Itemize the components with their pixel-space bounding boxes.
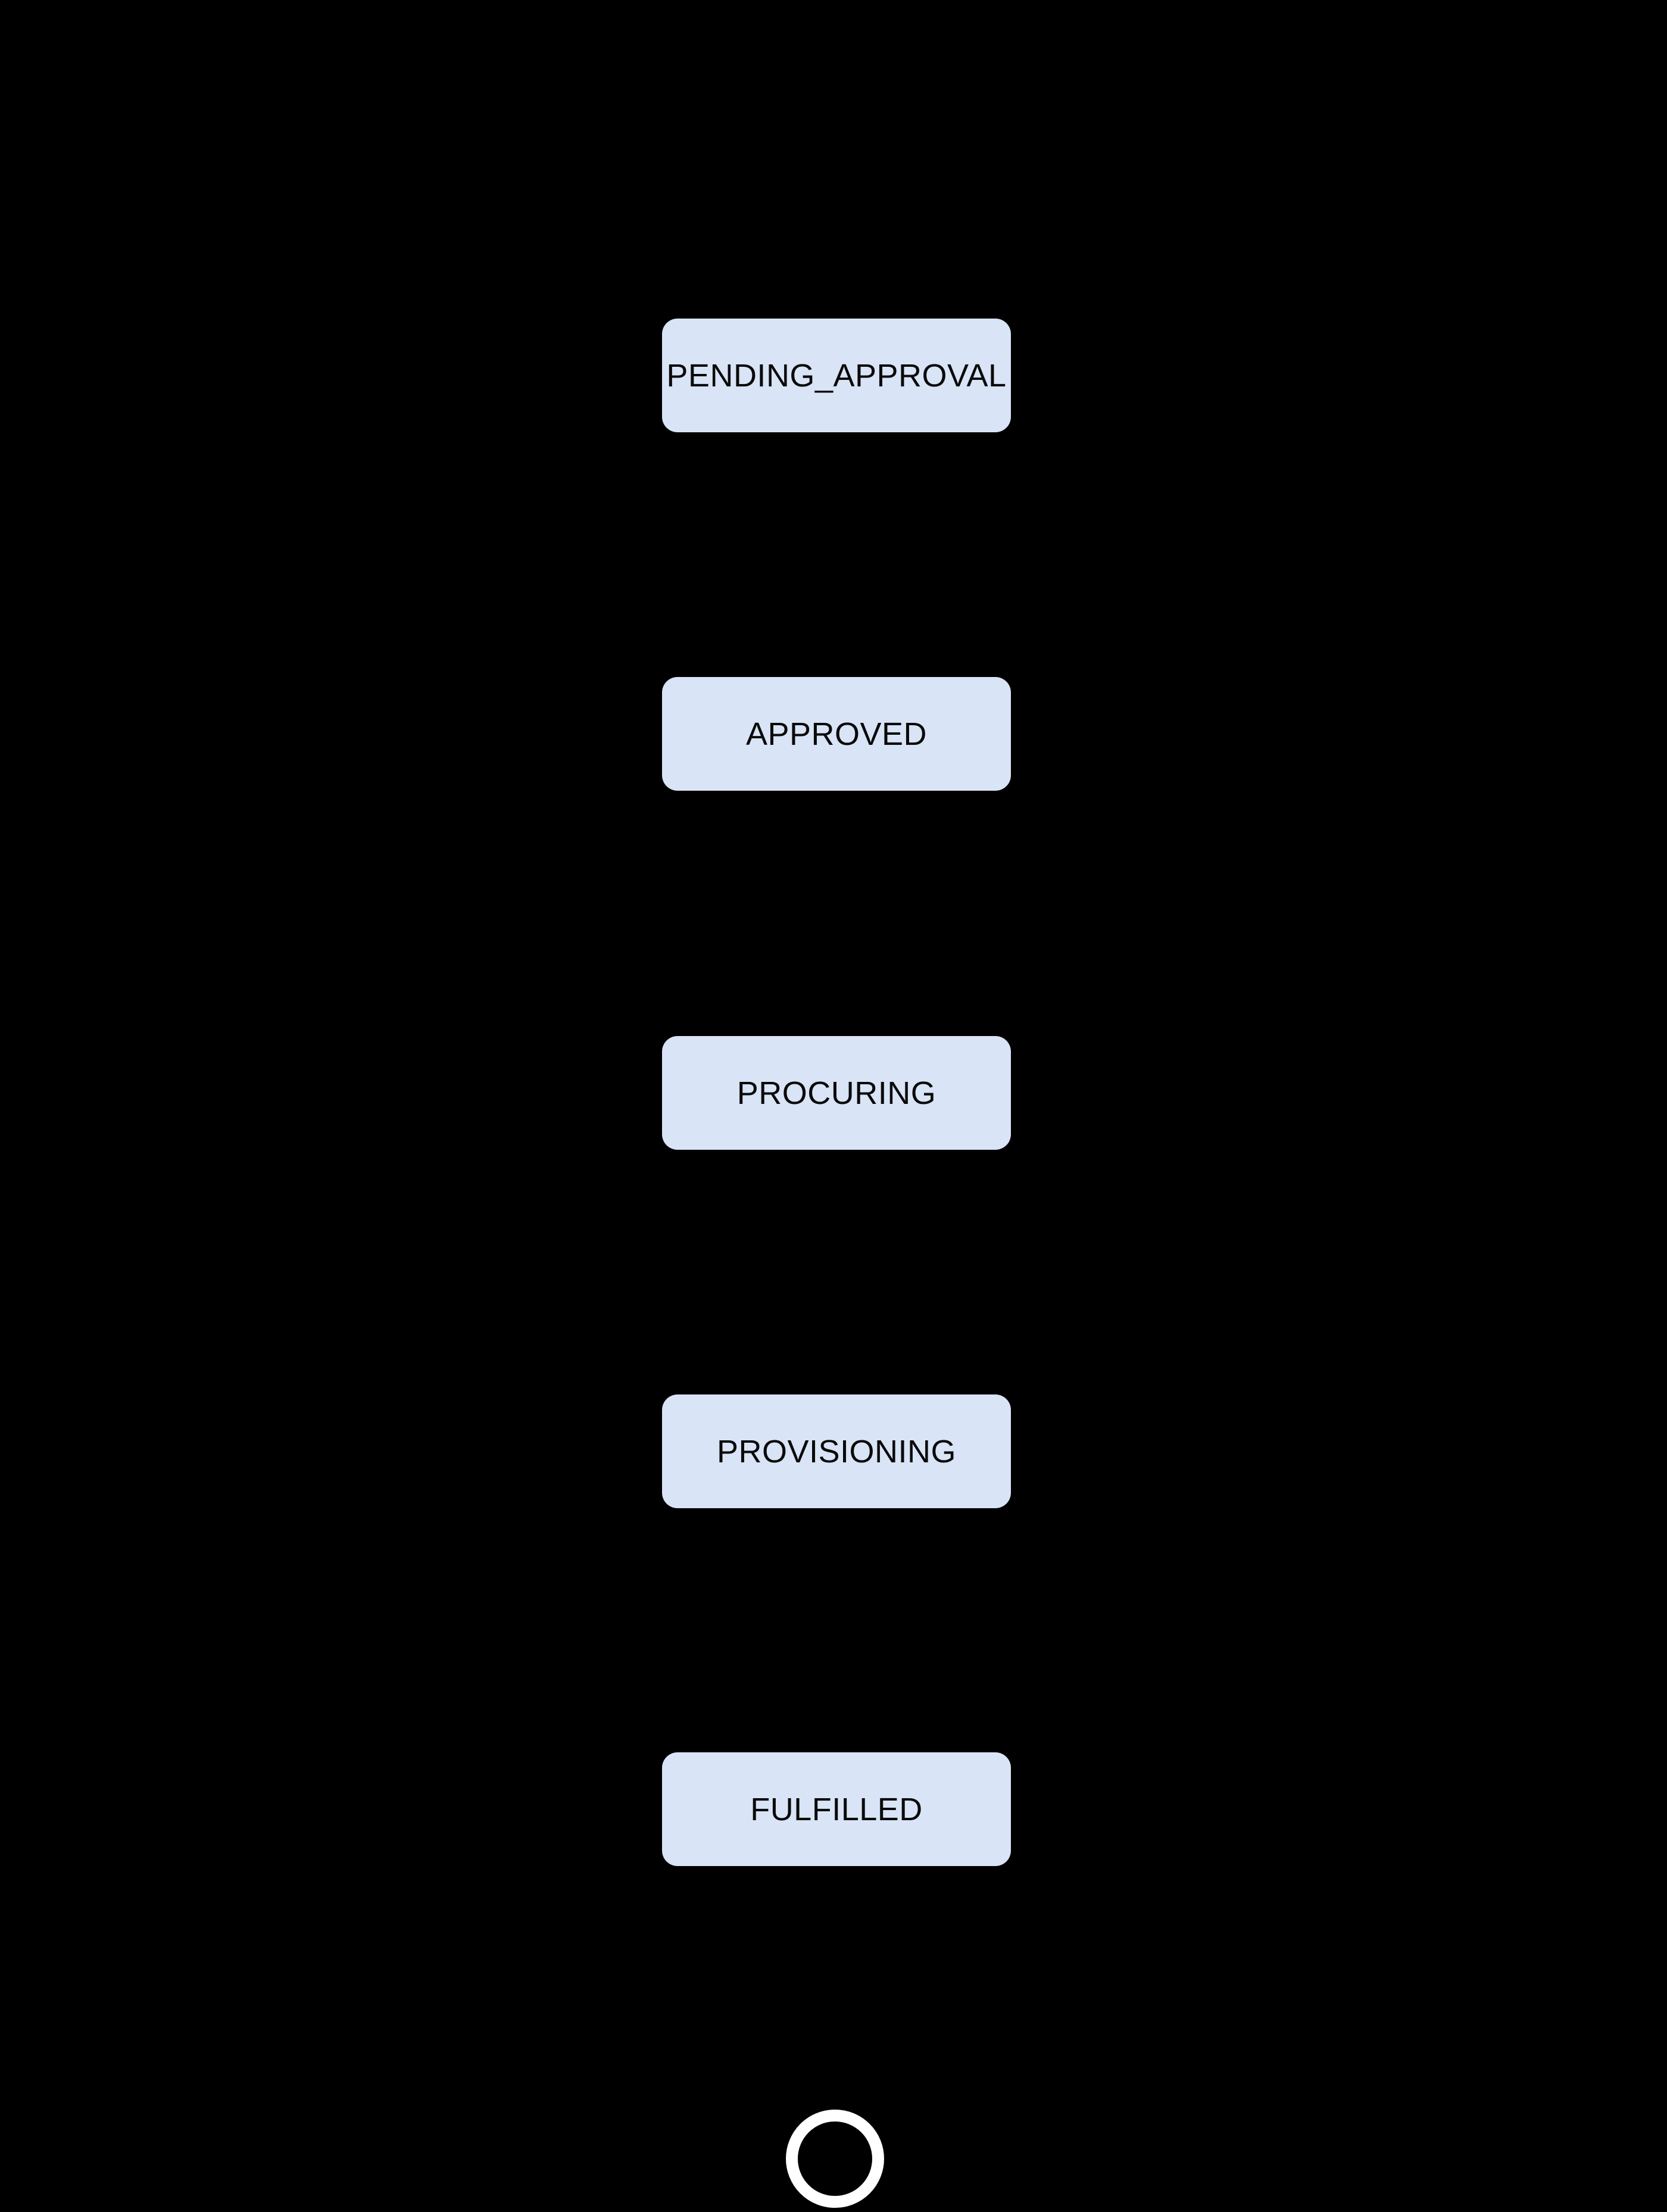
final-state-icon — [786, 2110, 884, 2208]
state-label-pending-approval: PENDING_APPROVAL — [666, 357, 1007, 394]
state-label-procuring: PROCURING — [736, 1075, 936, 1111]
state-node-procuring: PROCURING — [662, 1036, 1011, 1150]
state-label-fulfilled: FULFILLED — [750, 1791, 923, 1827]
state-node-fulfilled: FULFILLED — [662, 1752, 1011, 1866]
state-node-approved: APPROVED — [662, 677, 1011, 791]
state-label-approved: APPROVED — [745, 716, 928, 752]
state-node-provisioning: PROVISIONING — [662, 1394, 1011, 1508]
state-node-pending-approval: PENDING_APPROVAL — [662, 319, 1011, 432]
state-label-provisioning: PROVISIONING — [716, 1433, 957, 1470]
